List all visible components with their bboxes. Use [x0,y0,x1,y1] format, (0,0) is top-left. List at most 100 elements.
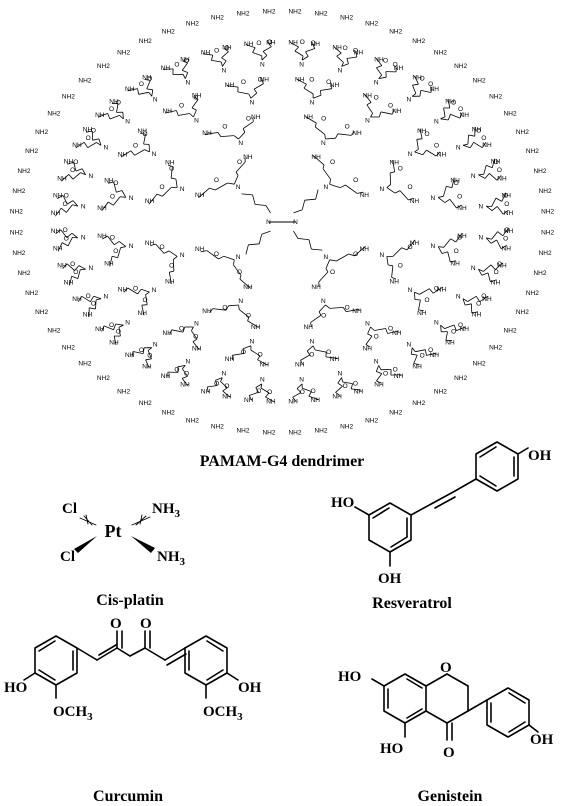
carbonyl-oxygen-label: O [503,193,508,200]
dendrimer-bond [245,44,256,49]
branch-nitrogen-label: N [338,68,343,75]
dendrimer-bond [248,243,260,246]
terminal-amine-label: NH2 [162,410,175,417]
carbonyl-oxygen-label: O [326,349,331,356]
dendrimer-bond [440,324,445,329]
dendrimer-bond [336,253,349,262]
terminal-amine-label: NH2 [17,168,30,175]
carbonyl-oxygen-label: O [246,116,251,123]
dendrimer-bond [235,161,246,173]
carbonyl-oxygen-label: O [86,293,91,300]
carbonyl-oxygen-label: O [133,143,138,150]
dendrimer-bond [444,198,451,203]
amide-label: NH [161,373,171,380]
genistein-ho-bottom: HO [380,741,403,757]
terminal-amine-label: NH2 [365,418,378,425]
dendrimer-bond [346,56,357,59]
dendrimer-bond [191,99,199,109]
terminal-amine-label: NH2 [340,424,353,431]
curcumin-oh-right: OH [238,680,262,696]
carbonyl-oxygen-label: O [241,349,246,356]
dendrimer-bond [502,209,509,215]
carbonyl-oxygen-label: O [428,347,433,354]
dendrimer-bond [366,102,372,106]
dendrimer-bond [57,195,64,199]
dendrimer-bond [220,381,228,389]
carbonyl-oxygen-label: O [374,95,379,102]
dendrimer-bond [261,230,271,235]
dendrimer-bond [260,387,270,394]
dendrimer-bond [497,231,504,237]
terminal-amine-label: NH2 [526,148,539,155]
genistein-oh-right: OH [530,732,554,748]
dendrimer-bond [127,287,138,295]
dendrimer-bond [315,349,327,353]
dendrimer-bond [318,271,329,283]
dendrimer-bond [302,387,312,392]
carbonyl-oxygen-label: O [428,81,433,88]
amide-label: NH [222,45,232,52]
dendrimer-bond [445,331,448,341]
carbonyl-oxygen-label: O [258,352,263,359]
dendrimer-bond [467,134,469,145]
dendrimer-bond [304,198,316,201]
amide-label: NH [138,128,148,135]
amide-label: NH [472,311,482,318]
dendrimer-bond [301,200,306,210]
dendrimer-bond [207,385,218,388]
branch-nitrogen-label: N [103,144,108,151]
carbonyl-oxygen-label: O [343,45,348,52]
carbonyl-oxygen-label: O [256,40,261,47]
carbonyl-oxygen-label: O [91,301,96,308]
dendrimer-bond [200,250,207,253]
dendrimer-bond [89,307,96,310]
amide-label: NH [142,75,152,82]
terminal-amine-label: NH2 [533,270,546,277]
carbonyl-oxygen-label: O [113,248,118,255]
dendrimer-bond [430,86,433,93]
branch-nitrogen-label: N [406,341,411,348]
amide-label: NH [125,352,135,359]
amide-label: NH [266,40,276,47]
terminal-amine-label: NH2 [236,428,249,435]
carbonyl-oxygen-label: O [147,352,152,359]
carbonyl-oxygen-label: O [139,347,144,354]
dendrimer-bond [478,174,486,179]
branch-nitrogen-label: N [81,204,86,211]
branch-nitrogen-label: N [299,377,304,384]
dendrimer-bond [71,275,78,279]
terminal-amine-label: NH2 [489,345,502,352]
resveratrol-ho-left: HO [331,495,354,511]
dendrimer-bond [206,250,219,260]
dendrimer-bond [101,201,109,212]
dendrimer-bond [437,197,446,203]
terminal-amine-label: NH2 [12,250,25,257]
dendrimer-bond [375,365,380,372]
amide-label: NH [410,198,420,205]
amide-label: NH [288,399,298,406]
dendrimer-bond [239,275,242,280]
dendrimer-bond [325,137,336,140]
amide-label: NH [460,112,470,119]
dendrimer-bond [226,85,239,88]
dendrimer-bond [300,360,304,365]
core-nitrogen-label: N [266,219,271,226]
dendrimer-bond [293,209,303,214]
dendrimer-bond [96,298,102,301]
dendrimer-bond [155,243,165,254]
branch-nitrogen-label: N [222,371,227,378]
amide-label: NH [311,41,321,48]
terminal-amine-label: NH2 [526,290,539,297]
dendrimer-bond [486,205,492,207]
dendrimer-bond [491,231,498,240]
dendrimer-bond [222,387,228,392]
dendrimer-bond [206,386,209,393]
terminal-amine-label: NH2 [454,63,467,70]
carbonyl-oxygen-label: O [420,76,425,83]
carbonyl-oxygen-label: O [374,333,379,340]
dendrimer-bond [118,327,121,337]
carbonyl-oxygen-label: O [388,102,393,109]
dendrimer-bond [296,388,302,393]
amide-label: NH [295,76,305,83]
dendrimer-bond [366,104,373,114]
